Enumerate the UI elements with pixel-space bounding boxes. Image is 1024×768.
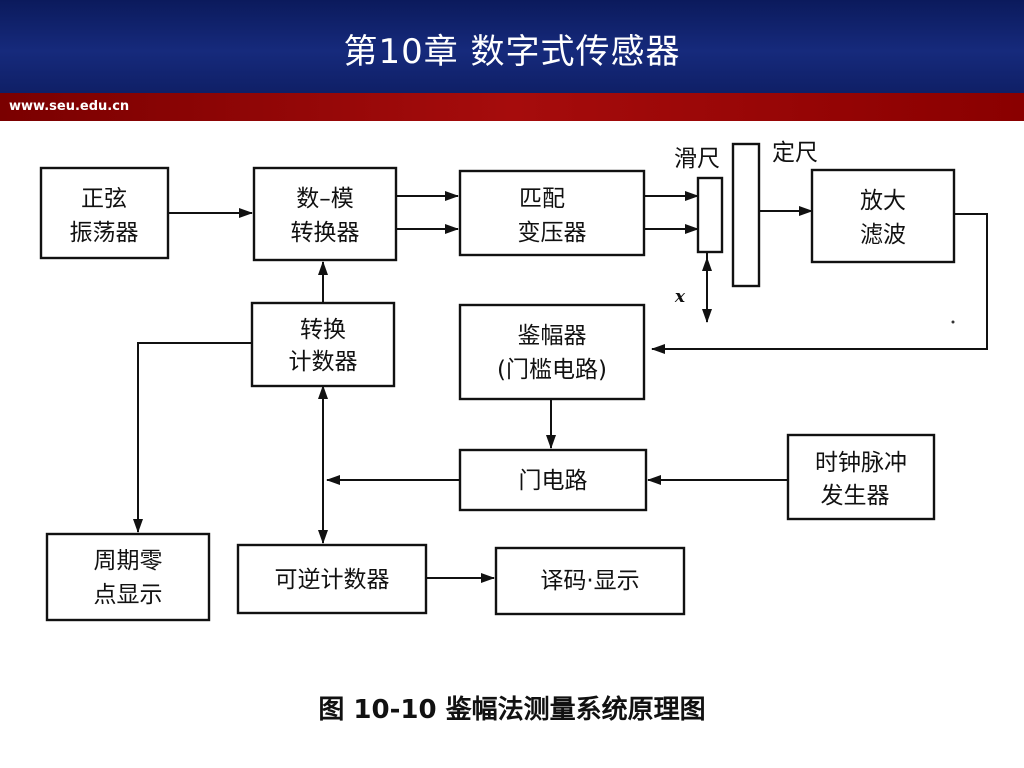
block-label: 译码·显示 bbox=[540, 568, 639, 594]
block-label: 放大 bbox=[860, 188, 906, 214]
slide-header: 第10章 数字式传感器 bbox=[0, 0, 1024, 93]
block-label: 发生器 bbox=[821, 483, 890, 509]
block-label: 振荡器 bbox=[70, 220, 139, 246]
block-decode-display: 译码·显示 bbox=[494, 546, 686, 616]
block-label: 变压器 bbox=[518, 220, 587, 246]
block-sine-oscillator: 正弦 振荡器 bbox=[39, 166, 170, 260]
block-label: 转换器 bbox=[291, 220, 360, 246]
block-label: 点显示 bbox=[94, 582, 163, 608]
slide-title: 第10章 数字式传感器 bbox=[343, 32, 681, 72]
fixed-ruler-label: 定尺 bbox=[772, 140, 818, 166]
block-label: 数–模 bbox=[296, 186, 354, 212]
block-label: 门电路 bbox=[519, 468, 588, 494]
site-bar: www.seu.edu.cn bbox=[0, 93, 1024, 121]
block-label: 鉴幅器 bbox=[518, 323, 587, 349]
block-updown-counter: 可逆计数器 bbox=[236, 543, 428, 615]
block-label: 周期零 bbox=[94, 548, 163, 574]
block-label: 转换 bbox=[300, 317, 346, 343]
block-matching-transformer: 匹配 变压器 bbox=[458, 169, 646, 257]
speck-mark bbox=[951, 320, 955, 324]
block-label: 正弦 bbox=[81, 186, 127, 212]
block-label: (门槛电路) bbox=[497, 357, 607, 383]
block-gate-circuit: 门电路 bbox=[458, 448, 648, 512]
block-amplifier-filter: 放大 滤波 bbox=[810, 168, 956, 264]
block-conversion-counter: 转换 计数器 bbox=[250, 301, 396, 388]
block-clock-generator: 时钟脉冲 发生器 bbox=[786, 433, 936, 521]
block-amplitude-discriminator: 鉴幅器 (门槛电路) bbox=[458, 303, 646, 401]
block-label: 时钟脉冲 bbox=[815, 450, 907, 476]
block-label: 匹配 bbox=[519, 186, 565, 212]
block-diagram: 正弦 振荡器 数–模 转换器 匹配 变压器 滑尺 定尺 x 放大 滤波 转换 计… bbox=[39, 140, 988, 622]
displacement-label: x bbox=[674, 287, 686, 307]
fixed-ruler: 定尺 bbox=[731, 140, 818, 288]
site-url: www.seu.edu.cn bbox=[9, 99, 130, 114]
figure-caption: 图 10-10 鉴幅法测量系统原理图 bbox=[318, 695, 706, 725]
block-label: 滤波 bbox=[860, 222, 906, 248]
slider-ruler: 滑尺 bbox=[674, 146, 724, 254]
wires bbox=[133, 191, 988, 583]
slider-label: 滑尺 bbox=[674, 146, 720, 172]
block-label: 计数器 bbox=[289, 349, 358, 375]
block-label: 可逆计数器 bbox=[275, 567, 390, 593]
block-period-zero-display: 周期零 点显示 bbox=[45, 532, 211, 622]
block-dac: 数–模 转换器 bbox=[252, 166, 398, 262]
